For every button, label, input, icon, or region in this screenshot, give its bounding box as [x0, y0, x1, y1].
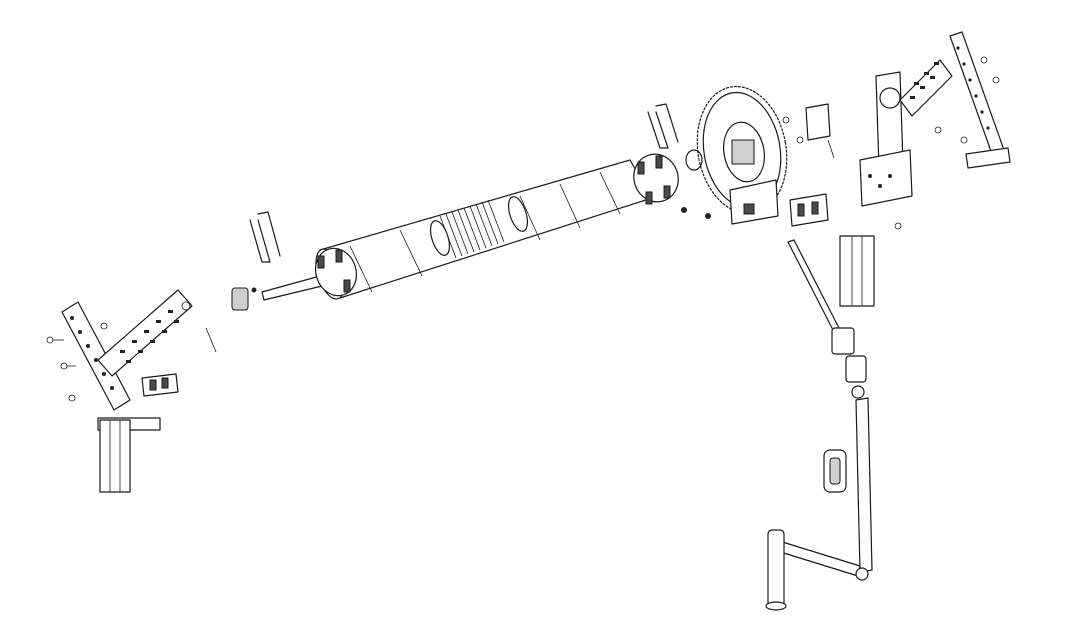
- gearbox-mount-bracket: [789, 193, 829, 227]
- left-end-plug: [231, 287, 257, 311]
- universal-joint: [831, 327, 867, 399]
- gearbox-housing: [681, 179, 779, 225]
- spring-tube: [429, 196, 529, 259]
- left-u-clip: [249, 211, 281, 263]
- left-end-cap: [314, 247, 358, 297]
- left-bracket-assembly: [46, 289, 217, 431]
- right-u-clip: [647, 103, 679, 149]
- drive-gear-wheel: [696, 85, 788, 215]
- hand-crank: [765, 529, 869, 611]
- left-guide-rail: [99, 419, 131, 493]
- hook-bracket: [782, 103, 835, 159]
- crank-holder-clip: [823, 449, 847, 493]
- right-bracket-assembly: [859, 31, 1011, 230]
- right-guide-rail: [839, 235, 875, 307]
